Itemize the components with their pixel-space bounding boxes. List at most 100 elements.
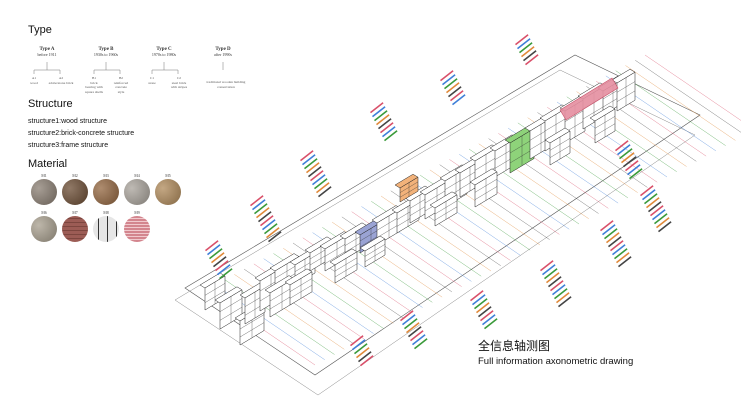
material-label: M5 [165,173,171,178]
annotation-label [521,46,535,58]
annotation-label [477,306,492,318]
annotation-label [622,156,637,168]
annotation-label [640,185,654,197]
annotation-label [349,335,364,347]
annotation-label [306,162,320,174]
annotation-label [554,288,568,300]
annotation-label [307,166,322,178]
annotation-label [621,152,635,164]
material-m7: M7 [61,210,89,242]
annotation-label [603,228,618,240]
leader-line [224,279,335,355]
annotation-label [627,164,641,176]
annotation-label [250,195,264,207]
building-block [469,168,498,208]
annotation-label [651,209,666,221]
type-heading: Type [28,24,52,36]
annotation-label [312,174,326,186]
building-block [359,235,386,268]
top-plate [184,54,701,376]
building-blocks [199,68,636,346]
annotation-label [267,231,282,243]
material-label: M2 [72,173,78,178]
leader-line [644,54,741,121]
annotation-label [209,248,223,260]
annotation-label [442,74,456,86]
type-b: Type B 1930s to 1960s [86,47,126,57]
annotation-label [378,118,392,130]
annotation-label [304,158,318,170]
material-label: M6 [41,210,47,215]
annotation-label [211,252,225,264]
building-block [504,125,535,174]
annotation-label [624,160,639,172]
annotation-label [251,199,266,211]
annotation-label [648,201,662,213]
annotation-label [556,292,570,304]
material-swatch [124,216,150,242]
leader-line [625,65,736,141]
annotation-label [474,298,488,310]
annotation-label [644,193,658,205]
annotation-label [552,284,566,296]
structure-1: structure1:wood structure [28,118,107,125]
leader-lines [204,54,741,366]
annotation-label [619,148,633,160]
annotation-label [264,223,278,235]
annotation-label [301,154,316,166]
material-m4: M4 [123,173,151,205]
leader-line [234,274,345,350]
structure-2: structure2:brick-concrete structure [28,130,135,137]
pink-corridor [559,77,619,121]
ground-plates [174,54,701,396]
building-block [394,173,419,203]
annotation-label [266,227,280,239]
annotation-label [600,220,614,232]
annotation-label [550,280,564,292]
annotation-label [482,314,496,326]
annotation-label [352,339,366,351]
material-label: M9 [134,210,140,215]
annotation-label [410,330,424,342]
annotation-label [380,122,394,134]
annotation-label [540,260,554,272]
material-label: M4 [134,173,140,178]
annotation-label [316,182,330,194]
drawing-title-en: Full information axonometric drawing [478,356,634,367]
annotation-label [616,252,630,264]
annotation-label [523,50,537,62]
annotation-label [449,90,464,102]
annotation-label [353,343,368,355]
annotation-label [476,302,490,314]
material-label: M7 [72,210,78,215]
annotation-label [642,189,656,201]
annotation-label [609,240,624,252]
annotation-label [612,244,626,256]
type-d: Type D after 1990s [203,47,243,57]
annotation-label [480,310,494,322]
annotation-label [443,78,458,90]
annotation-label [608,236,622,248]
annotation-label [545,272,560,284]
annotation-label [260,215,274,227]
annotation-label [558,296,572,308]
material-swatch [62,216,88,242]
annotation-label [219,268,233,280]
material-m6: M6 [30,210,58,242]
bottom-plate [174,69,696,396]
annotation-label [358,351,372,363]
annotation-label [205,240,219,252]
type-tree-lines [33,62,224,74]
annotation-label [525,54,539,66]
annotation-label [542,264,556,276]
annotation-label [618,256,632,268]
type-a: Type A before 1911 [28,47,66,57]
material-heading: Material [28,158,68,170]
type-c-name: Type C [156,47,172,52]
type-c-period: 1970s to 1980s [151,52,177,57]
material-m8: M8 [92,210,120,242]
